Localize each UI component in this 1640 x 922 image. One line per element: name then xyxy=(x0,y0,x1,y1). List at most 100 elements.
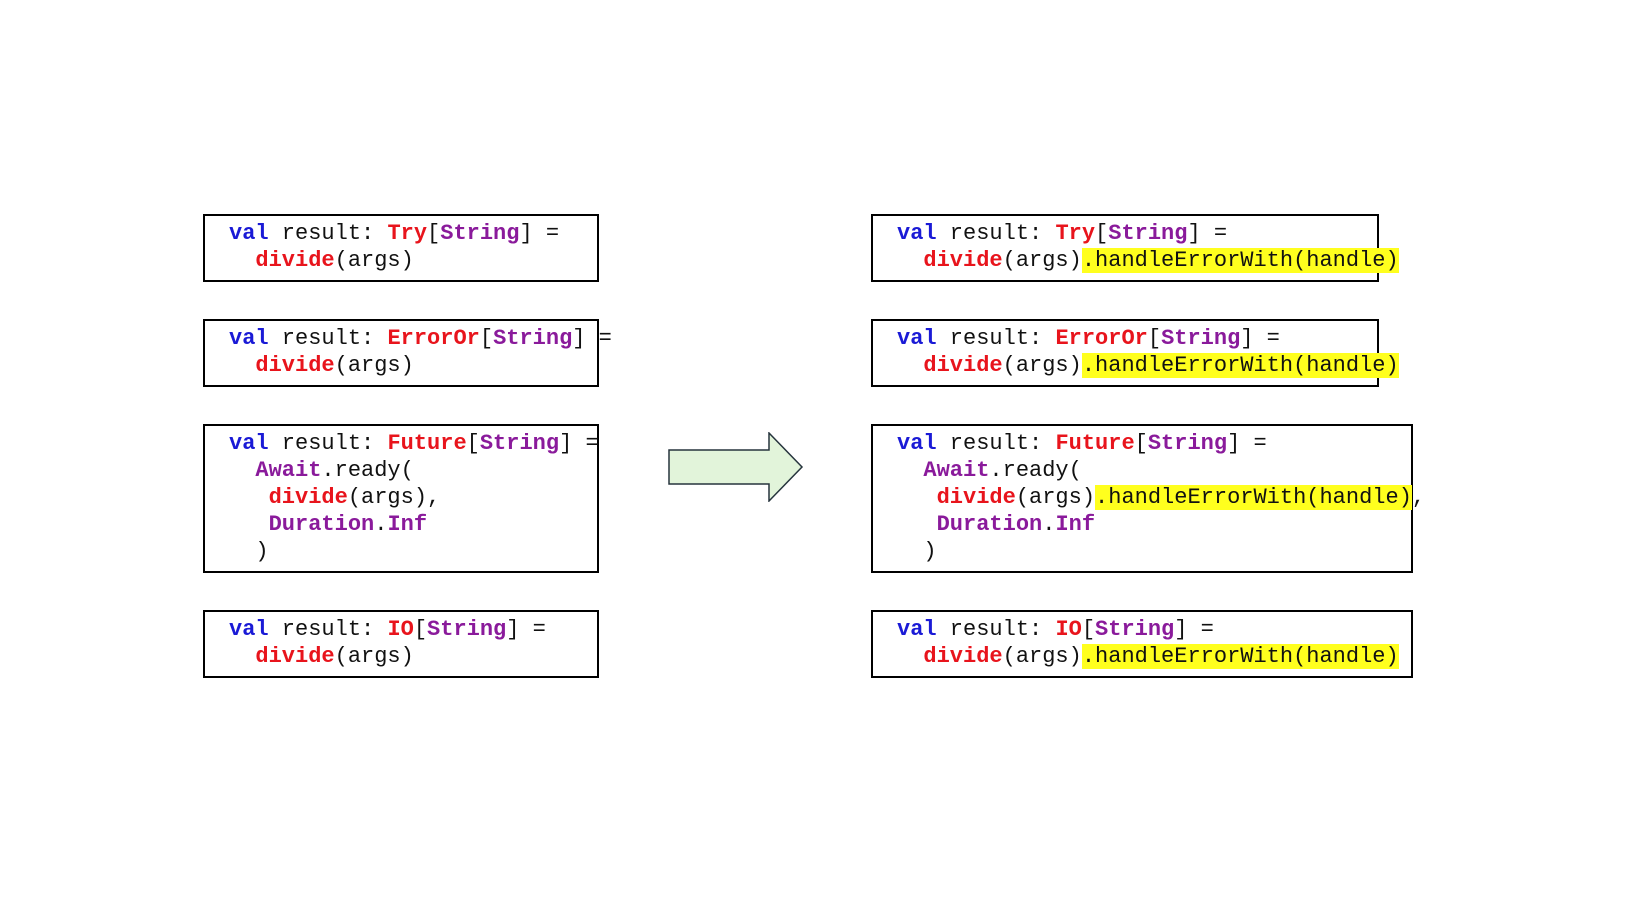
code-box-right-future: val result: Future[String] = Await.ready… xyxy=(871,424,1425,573)
code-token: ] = xyxy=(1187,221,1228,246)
code-token: [ xyxy=(479,326,494,351)
code-token: result: xyxy=(268,326,388,351)
code-line: divide(args), xyxy=(229,484,597,511)
generic-token: String xyxy=(1147,431,1228,456)
code-token: result: xyxy=(936,617,1056,642)
keyword-token: val xyxy=(897,617,937,642)
keyword-token: val xyxy=(897,326,937,351)
code-token: result: xyxy=(268,221,388,246)
code-token xyxy=(229,512,269,537)
generic-token: Duration xyxy=(268,512,375,537)
code-token xyxy=(229,458,255,483)
code-token: . xyxy=(374,512,388,537)
code-token: result: xyxy=(936,326,1056,351)
highlighted-added-code: .handleErrorWith(handle) xyxy=(1081,644,1399,669)
code-line: val result: Future[String] = xyxy=(897,430,1411,457)
generic-token: Await xyxy=(255,458,322,483)
code-token xyxy=(897,512,937,537)
code-line: ) xyxy=(897,538,1411,565)
type-token: divide xyxy=(923,644,1003,669)
generic-token: String xyxy=(479,431,560,456)
type-token: divide xyxy=(936,485,1016,510)
code-token xyxy=(229,248,255,273)
code-line: divide(args).handleErrorWith(handle) xyxy=(897,352,1399,379)
code-box-left-try: val result: Try[String] = divide(args) xyxy=(203,214,599,282)
code-line: val result: Try[String] = xyxy=(229,220,597,247)
type-token: Future xyxy=(1055,431,1135,456)
code-line: val result: Try[String] = xyxy=(897,220,1377,247)
code-token: ] = xyxy=(559,431,599,456)
type-token: divide xyxy=(268,485,348,510)
code-token: [ xyxy=(1095,221,1109,246)
generic-token: String xyxy=(427,617,507,642)
generic-token: Duration xyxy=(936,512,1043,537)
code-line: val result: ErrorOr[String] = xyxy=(229,325,612,352)
type-token: divide xyxy=(255,248,335,273)
code-line: Duration.Inf xyxy=(897,511,1411,538)
type-token: divide xyxy=(255,353,335,378)
code-token: result: xyxy=(268,617,388,642)
code-line: val result: IO[String] = xyxy=(897,616,1411,643)
code-line: Duration.Inf xyxy=(229,511,597,538)
code-token: (args) xyxy=(334,248,414,273)
code-line: Await.ready( xyxy=(897,457,1411,484)
code-token xyxy=(897,353,923,378)
code-line: Await.ready( xyxy=(229,457,597,484)
code-token: ] = xyxy=(1174,617,1214,642)
code-token: (args) xyxy=(1002,644,1082,669)
highlighted-added-code: .handleErrorWith(handle) xyxy=(1081,248,1399,273)
code-line: divide(args) xyxy=(229,643,597,670)
arrow-shape xyxy=(668,432,804,502)
code-token xyxy=(229,485,269,510)
code-token: (args) xyxy=(334,644,414,669)
code-token: ) xyxy=(897,539,937,564)
keyword-token: val xyxy=(897,221,937,246)
code-token: (args), xyxy=(347,485,441,510)
code-token: [ xyxy=(1081,617,1096,642)
code-line: divide(args).handleErrorWith(handle) xyxy=(897,247,1399,274)
type-token: divide xyxy=(255,644,335,669)
code-token: [ xyxy=(413,617,428,642)
code-line: divide(args) xyxy=(229,352,597,379)
code-token: ] = xyxy=(1240,326,1280,351)
type-token: IO xyxy=(387,617,414,642)
type-token: divide xyxy=(923,353,1003,378)
generic-token: Await xyxy=(923,458,990,483)
type-token: Try xyxy=(1055,221,1096,246)
code-token: ] = xyxy=(572,326,612,351)
code-token xyxy=(897,644,923,669)
code-token: ] = xyxy=(506,617,546,642)
code-line: val result: ErrorOr[String] = xyxy=(897,325,1377,352)
code-token xyxy=(229,353,255,378)
code-box-right-erroror: val result: ErrorOr[String] = divide(arg… xyxy=(871,319,1399,387)
code-token xyxy=(897,485,937,510)
code-token: , xyxy=(1411,485,1426,510)
code-token: result: xyxy=(936,221,1056,246)
generic-token: Inf xyxy=(1055,512,1096,537)
code-token xyxy=(897,458,923,483)
code-box-right-try: val result: Try[String] = divide(args).h… xyxy=(871,214,1399,282)
type-token: IO xyxy=(1055,617,1082,642)
type-token: Try xyxy=(387,221,428,246)
keyword-token: val xyxy=(897,431,937,456)
keyword-token: val xyxy=(229,326,269,351)
code-token: .ready( xyxy=(989,458,1082,483)
code-token: . xyxy=(1042,512,1056,537)
code-token: [ xyxy=(1134,431,1148,456)
highlighted-added-code: .handleErrorWith(handle) xyxy=(1081,353,1399,378)
type-token: divide xyxy=(923,248,1003,273)
code-box-right-io: val result: IO[String] = divide(args).ha… xyxy=(871,610,1413,678)
code-token: (args) xyxy=(1002,353,1082,378)
generic-token: String xyxy=(1161,326,1241,351)
code-token: [ xyxy=(1147,326,1162,351)
type-token: Future xyxy=(387,431,467,456)
code-token: ] = xyxy=(519,221,560,246)
code-line: divide(args).handleErrorWith(handle), xyxy=(897,484,1425,511)
code-line: ) xyxy=(229,538,597,565)
generic-token: String xyxy=(440,221,520,246)
keyword-token: val xyxy=(229,617,269,642)
code-box-left-erroror: val result: ErrorOr[String] = divide(arg… xyxy=(203,319,612,387)
code-box-left-future: val result: Future[String] = Await.ready… xyxy=(203,424,599,573)
code-token: [ xyxy=(466,431,480,456)
